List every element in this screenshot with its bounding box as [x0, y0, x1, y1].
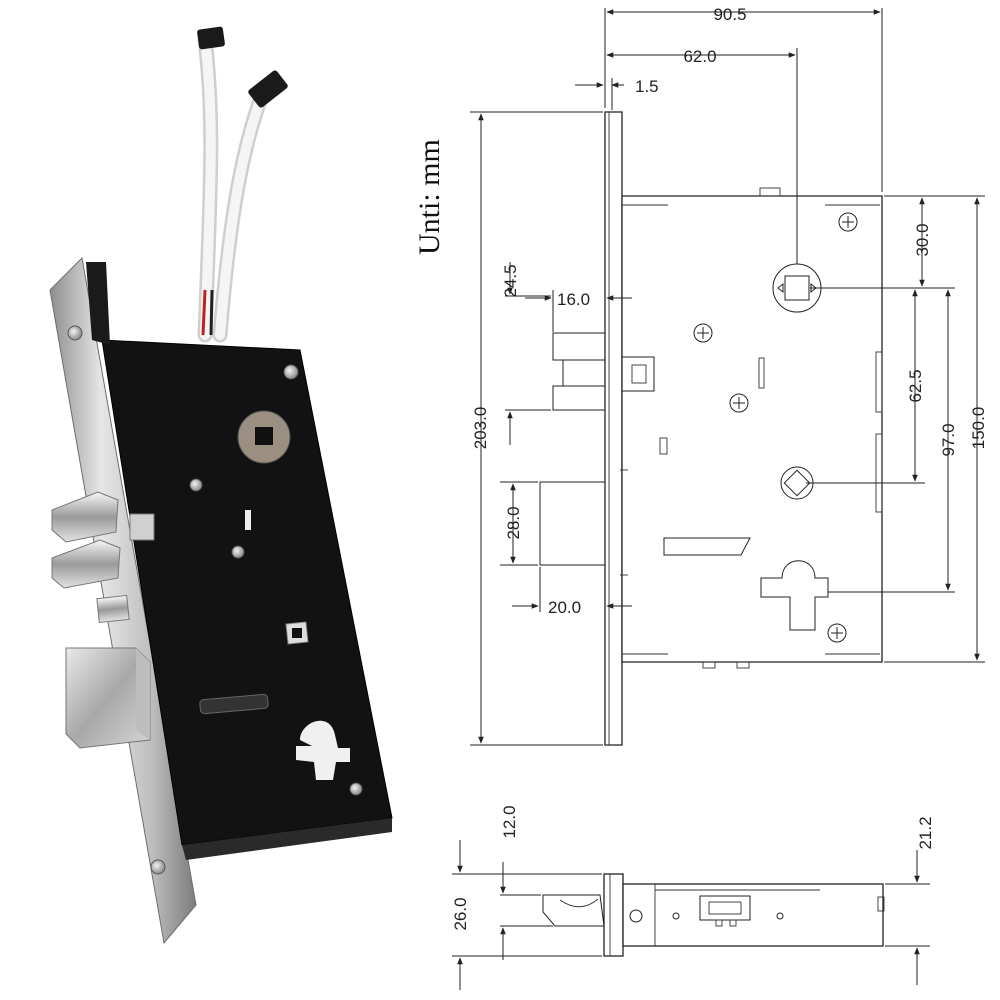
dim-spindle-to-cylinder: 97.0	[939, 423, 958, 456]
dim-latch-width: 12.0	[500, 805, 519, 838]
side-view: 12.0 26.0 21.2	[451, 805, 935, 990]
dim-spindle-to-lower-hub: 62.5	[906, 369, 925, 402]
side-case	[622, 883, 884, 947]
dim-latch-offset: 24.5	[501, 264, 520, 297]
side-latch-bolt	[542, 894, 605, 927]
photo-cylinder-hole	[296, 720, 350, 780]
front-faceplate	[604, 111, 623, 746]
front-aux-latch	[621, 356, 655, 392]
dim-top-to-spindle: 30.0	[913, 223, 932, 256]
wire-harness	[197, 26, 288, 343]
front-view: 90.5 62.0 1.5 203.0 150.0 30.0 62.5 97.0	[470, 5, 988, 746]
dim-backset: 62.0	[683, 47, 716, 66]
photo-slot	[245, 510, 251, 530]
connector-side	[248, 70, 288, 108]
dim-latch-projection: 16.0	[557, 290, 590, 309]
dim-deadbolt-height: 28.0	[504, 506, 523, 539]
photo-faceplate-screw-bottom	[150, 859, 166, 875]
side-faceplate	[603, 873, 624, 957]
front-slot	[663, 537, 751, 556]
dim-faceplate-thickness: 1.5	[635, 77, 659, 96]
photo-lower-spindle	[285, 621, 309, 645]
front-screw	[729, 393, 749, 413]
dim-faceplate-height: 203.0	[471, 407, 490, 450]
front-screw	[827, 623, 847, 643]
photo-aux-latch	[96, 594, 130, 624]
dim-case-height: 150.0	[969, 407, 988, 450]
side-spindle-block	[699, 895, 751, 921]
dim-deadbolt-projection: 20.0	[548, 598, 581, 617]
photo-case-screw	[189, 478, 203, 492]
photo-case-screw	[231, 545, 245, 559]
photo-case-screw	[283, 364, 299, 380]
front-deadbolt	[539, 481, 606, 566]
photo-deadbolt	[65, 647, 151, 749]
photo-spindle-hub	[237, 410, 291, 464]
dim-case-depth: 21.2	[916, 816, 935, 849]
unit-label: Unti: mm	[413, 139, 446, 255]
front-screw	[838, 212, 858, 232]
photo-faceplate-screw-top	[67, 325, 83, 341]
photo-window	[199, 693, 269, 715]
front-latch-bolt	[552, 332, 606, 361]
front-cylinder-cutout	[760, 560, 829, 631]
front-screw	[693, 323, 713, 343]
connector-top	[197, 26, 225, 50]
dim-faceplate-width: 26.0	[451, 897, 470, 930]
product-photo	[49, 26, 393, 945]
front-case	[621, 195, 883, 663]
dim-overall-width: 90.5	[713, 5, 746, 24]
photo-case-screw	[349, 782, 363, 796]
photo-latch-bolt	[51, 491, 155, 589]
